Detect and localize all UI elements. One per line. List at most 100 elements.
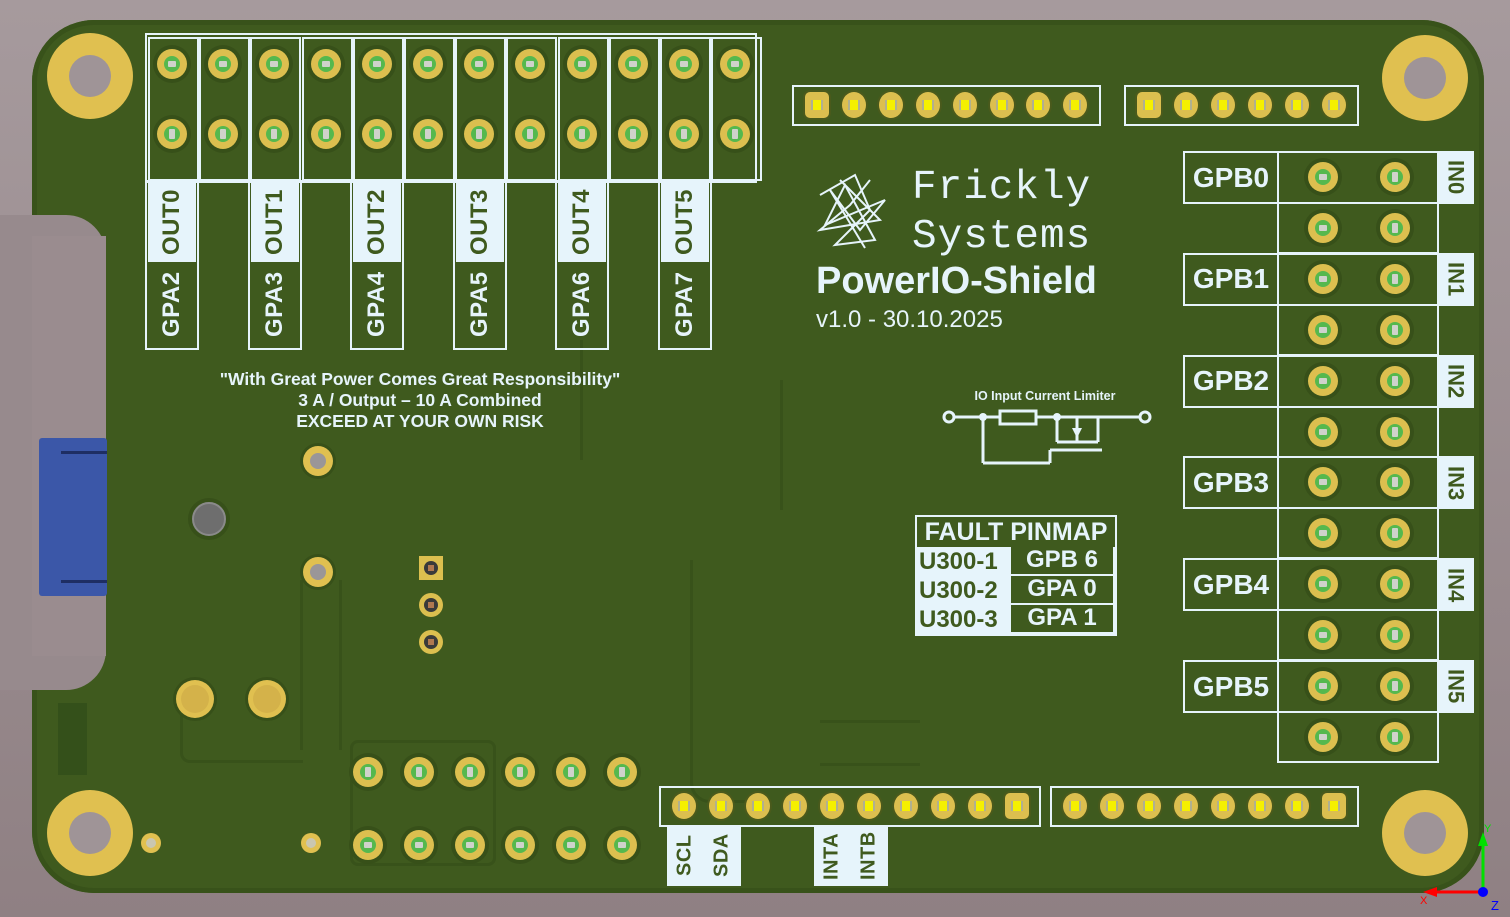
output-pad[interactable]	[413, 119, 443, 149]
input-pad[interactable]	[1380, 620, 1410, 651]
input-pad[interactable]	[1380, 416, 1410, 447]
power-header-pad[interactable]	[505, 830, 536, 860]
usb-connector-body[interactable]	[39, 438, 107, 596]
input-pad[interactable]	[1380, 365, 1410, 396]
input-pad[interactable]	[1308, 263, 1338, 294]
output-pad[interactable]	[208, 119, 239, 149]
jumper-pad[interactable]	[419, 593, 443, 617]
output-pad[interactable]	[669, 119, 699, 149]
header-pin[interactable]	[989, 92, 1014, 118]
pcb-trace	[350, 740, 496, 866]
output-pad[interactable]	[617, 49, 648, 79]
input-pad[interactable]	[1308, 518, 1338, 549]
header-pin[interactable]	[1322, 793, 1346, 819]
header-pin[interactable]	[746, 793, 770, 819]
input-pad[interactable]	[1308, 162, 1338, 192]
header-pin[interactable]	[672, 793, 696, 819]
output-pad[interactable]	[259, 119, 290, 149]
power-header-pad[interactable]	[403, 757, 434, 787]
input-pad[interactable]	[1308, 620, 1338, 651]
axis-orientation-gizmo[interactable]: Y X Z	[1415, 822, 1510, 917]
output-pad[interactable]	[259, 49, 290, 79]
input-pad[interactable]	[1380, 263, 1410, 294]
input-pad[interactable]	[1380, 213, 1410, 243]
power-header-pad[interactable]	[403, 830, 434, 860]
output-pad[interactable]	[617, 119, 648, 149]
output-pad[interactable]	[157, 119, 187, 149]
power-header-pad[interactable]	[556, 757, 587, 787]
header-pin[interactable]	[783, 793, 807, 819]
power-header-pad[interactable]	[607, 757, 637, 787]
header-pin[interactable]	[1063, 793, 1087, 819]
output-pad[interactable]	[310, 119, 341, 149]
output-pad[interactable]	[720, 49, 751, 79]
header-pin[interactable]	[1248, 793, 1272, 819]
header-pin[interactable]	[1211, 793, 1235, 819]
power-header-pad[interactable]	[607, 830, 637, 860]
power-header-pad[interactable]	[505, 757, 536, 787]
input-pad[interactable]	[1380, 162, 1410, 192]
output-pad[interactable]	[361, 49, 392, 79]
header-pin[interactable]	[1100, 793, 1124, 819]
output-pad[interactable]	[566, 119, 597, 149]
input-pad[interactable]	[1308, 365, 1338, 396]
header-pin[interactable]	[805, 92, 829, 118]
header-pin[interactable]	[1137, 793, 1161, 819]
power-header-pad[interactable]	[454, 757, 485, 787]
output-pad[interactable]	[669, 49, 699, 79]
header-pin[interactable]	[878, 92, 903, 118]
header-pin[interactable]	[1174, 793, 1198, 819]
output-pad[interactable]	[464, 49, 495, 79]
header-pin[interactable]	[1173, 92, 1198, 118]
jumper-pad-square[interactable]	[419, 556, 443, 580]
input-pad[interactable]	[1308, 314, 1338, 345]
header-pin[interactable]	[968, 793, 992, 819]
header-pin[interactable]	[1026, 92, 1051, 118]
input-pad[interactable]	[1380, 314, 1410, 345]
input-terminal-slot	[1277, 711, 1439, 763]
input-pad[interactable]	[1308, 569, 1338, 600]
header-pin[interactable]	[1285, 793, 1309, 819]
output-pad[interactable]	[361, 119, 392, 149]
power-header-pad[interactable]	[556, 830, 587, 860]
output-pad[interactable]	[720, 119, 751, 149]
header-pin[interactable]	[931, 793, 955, 819]
output-pad[interactable]	[208, 49, 239, 79]
header-pin[interactable]	[841, 92, 866, 118]
header-pin[interactable]	[915, 92, 940, 118]
power-header-pad[interactable]	[454, 830, 485, 860]
input-pad[interactable]	[1380, 722, 1410, 752]
header-pin[interactable]	[1137, 92, 1161, 118]
header-pin[interactable]	[1005, 793, 1029, 819]
header-pin[interactable]	[709, 793, 733, 819]
input-pad[interactable]	[1308, 213, 1338, 243]
input-pad[interactable]	[1308, 722, 1338, 752]
output-pad[interactable]	[157, 49, 187, 79]
output-pad[interactable]	[413, 49, 443, 79]
input-pad[interactable]	[1380, 569, 1410, 600]
output-pad[interactable]	[515, 49, 546, 79]
input-pad[interactable]	[1380, 518, 1410, 549]
input-pad[interactable]	[1380, 467, 1410, 498]
output-pad[interactable]	[464, 119, 495, 149]
power-header-pad[interactable]	[353, 757, 383, 787]
power-header-pad[interactable]	[353, 830, 383, 860]
input-pad[interactable]	[1308, 671, 1338, 701]
output-pad[interactable]	[310, 49, 341, 79]
input-pad[interactable]	[1308, 416, 1338, 447]
jumper-pad[interactable]	[419, 630, 443, 654]
input-pad[interactable]	[1308, 467, 1338, 498]
header-pin[interactable]	[1247, 92, 1272, 118]
header-pin[interactable]	[894, 793, 918, 819]
header-pin[interactable]	[1284, 92, 1309, 118]
output-pad[interactable]	[566, 49, 597, 79]
header-pin[interactable]	[857, 793, 881, 819]
input-pad[interactable]	[1380, 671, 1410, 701]
output-pad[interactable]	[515, 119, 546, 149]
header-pin[interactable]	[1210, 92, 1235, 118]
header-pin[interactable]	[820, 793, 844, 819]
header-pin[interactable]	[1321, 92, 1346, 118]
header-pin[interactable]	[952, 92, 977, 118]
header-pin[interactable]	[1063, 92, 1088, 118]
